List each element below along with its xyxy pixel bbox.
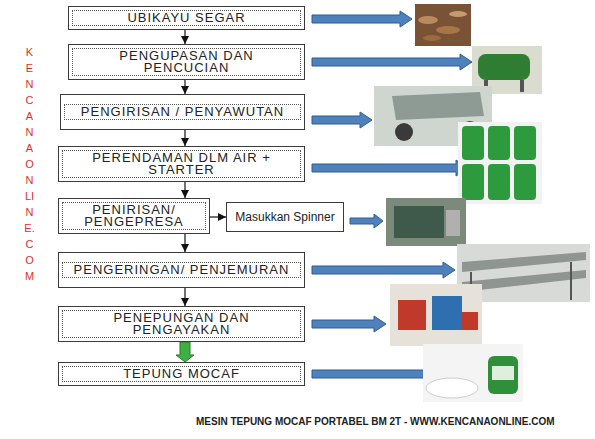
flow-arrow: [184, 130, 185, 146]
watermark: KENCANAONLINE.COM: [24, 44, 35, 284]
process-box: PENGIRISAN / PENYAWUTAN: [60, 94, 305, 130]
photo-mills: [390, 284, 482, 346]
step-text: PENGUPASAN DAN PENCUCIAN: [72, 48, 301, 76]
step-text: PENIRISAN/ PENGEPRESA: [62, 202, 206, 230]
process-box: TEPUNG MOCAF: [58, 362, 305, 386]
flow-arrow: [184, 182, 185, 198]
footer-caption: MESIN TEPUNG MOCAF PORTABEL BM 2T - WWW.…: [196, 416, 555, 427]
flow-arrow: [184, 288, 185, 306]
process-box: PENGERINGAN/ PENJEMURAN: [58, 252, 305, 288]
photo-spinner: [386, 198, 466, 246]
process-box: PERENDAMAN DLM AIR + STARTER: [58, 146, 305, 182]
flow-arrow: [184, 30, 185, 44]
step-text: PENEPUNGAN DAN PENGAYAKAN: [62, 310, 301, 338]
flow-arrow: [210, 216, 226, 217]
step-text: PERENDAMAN DLM AIR + STARTER: [62, 150, 301, 178]
process-box: UBIKAYU SEGAR: [68, 6, 305, 30]
process-box: PENGUPASAN DAN PENCUCIAN: [68, 44, 305, 80]
watermark-holder: KENCANAONLINE.COM: [24, 44, 35, 284]
process-box: PENIRISAN/ PENGEPRESA: [58, 198, 210, 234]
block-arrow: [176, 342, 194, 362]
step-text: UBIKAYU SEGAR: [72, 10, 301, 26]
photo-barrels: [458, 122, 542, 204]
photo-flour: [423, 344, 523, 402]
process-box: PENEPUNGAN DAN PENGAYAKAN: [58, 306, 305, 342]
step-text: PENGERINGAN/ PENJEMURAN: [62, 262, 301, 278]
flow-arrow: [184, 234, 185, 252]
step-text: Masukkan Spinner: [231, 210, 339, 224]
footer-caption-holder: MESIN TEPUNG MOCAF PORTABEL BM 2T - WWW.…: [196, 416, 555, 427]
photo-cassava: [415, 4, 471, 46]
step-text: PENGIRISAN / PENYAWUTAN: [64, 104, 301, 120]
side-box: Masukkan Spinner: [226, 202, 344, 232]
step-text: TEPUNG MOCAF: [62, 366, 301, 382]
flow-arrow: [184, 80, 185, 94]
